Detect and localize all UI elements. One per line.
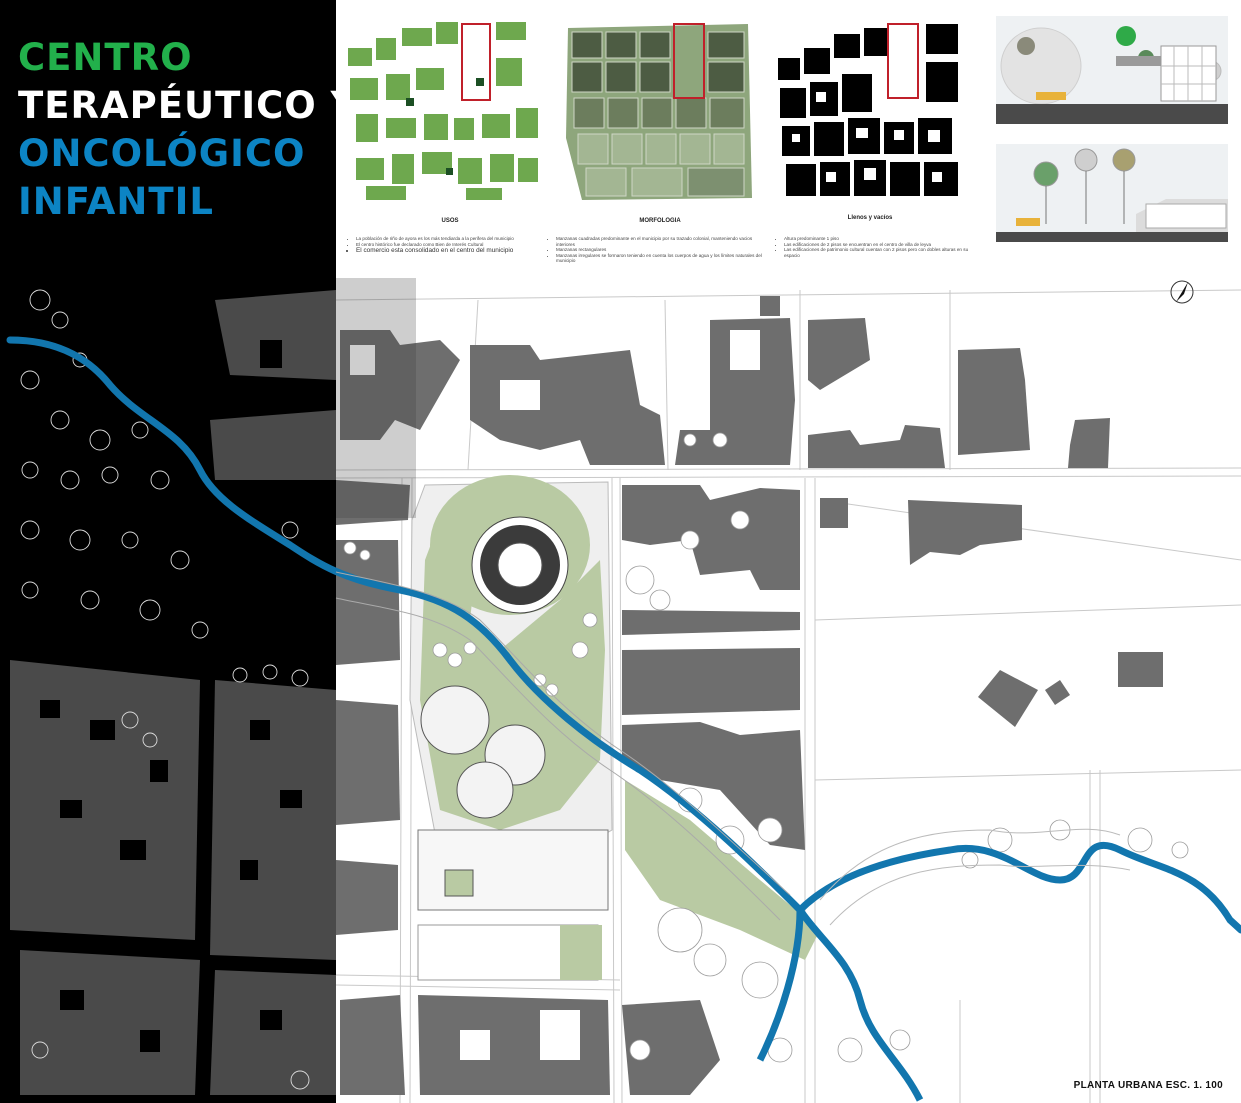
title-panel: CENTRO TERAPÉUTICO Y ONCOLÓGICO INFANTIL [0, 0, 357, 270]
title-line-2: TERAPÉUTICO Y [18, 84, 359, 127]
section-render-top [996, 16, 1228, 124]
usos-bullet: La población de riño de ayora es los más… [356, 236, 556, 242]
usos-bullet: El comercio esta consolidado en el centr… [356, 247, 556, 255]
river [6, 336, 1241, 934]
dark-overlay-map [0, 270, 336, 1103]
usos-bullet: El centro histórico fue declarado como B… [356, 242, 556, 248]
morfologia-bullet: Manzanas irregulares se formaron teniend… [556, 253, 770, 264]
usos-caption: USOS [441, 218, 459, 224]
title-line-4: INFANTIL [18, 180, 214, 223]
plan-scale-label: PLANTA URBANA ESC. 1. 100 [1073, 1080, 1223, 1091]
morfologia-bullet: Manzanas cuadradas predominante en el mu… [556, 236, 770, 247]
morfologia-caption: MORFOLOGIA [639, 218, 681, 224]
morfologia-map [562, 18, 758, 204]
section-render-bottom [996, 144, 1228, 242]
north-arrow-icon [1170, 280, 1194, 304]
courtyard-building [417, 829, 609, 981]
buildings-mid [622, 485, 1163, 850]
llenos-bullet: Altura predominante 1 piso [784, 236, 980, 242]
morfologia-bullet: Manzanas rectangulares [556, 247, 770, 253]
circular-buildings [420, 516, 569, 819]
street-lines [335, 289, 1241, 1103]
llenos-bullet: Las edificaciones de 2 pisos se encuentr… [784, 242, 980, 248]
trees-plan [343, 432, 1189, 1063]
usos-map [346, 18, 542, 204]
title-line-1: CENTRO [18, 36, 193, 79]
morfologia-bullets: Manzanas cuadradas predominante en el mu… [548, 236, 770, 264]
llenos-caption: Llenos y vacíos [847, 215, 893, 221]
trees-dark [20, 289, 310, 1090]
llenos-bullets: Altura predominante 1 piso Las edificaci… [776, 236, 980, 258]
title-line-3: ONCOLÓGICO [18, 132, 306, 175]
llenos-vacios-map [776, 18, 966, 204]
llenos-bullet: Las edificaciones de patrimonio cultural… [784, 247, 980, 258]
usos-bullets: La población de riño de ayora es los más… [348, 236, 556, 255]
